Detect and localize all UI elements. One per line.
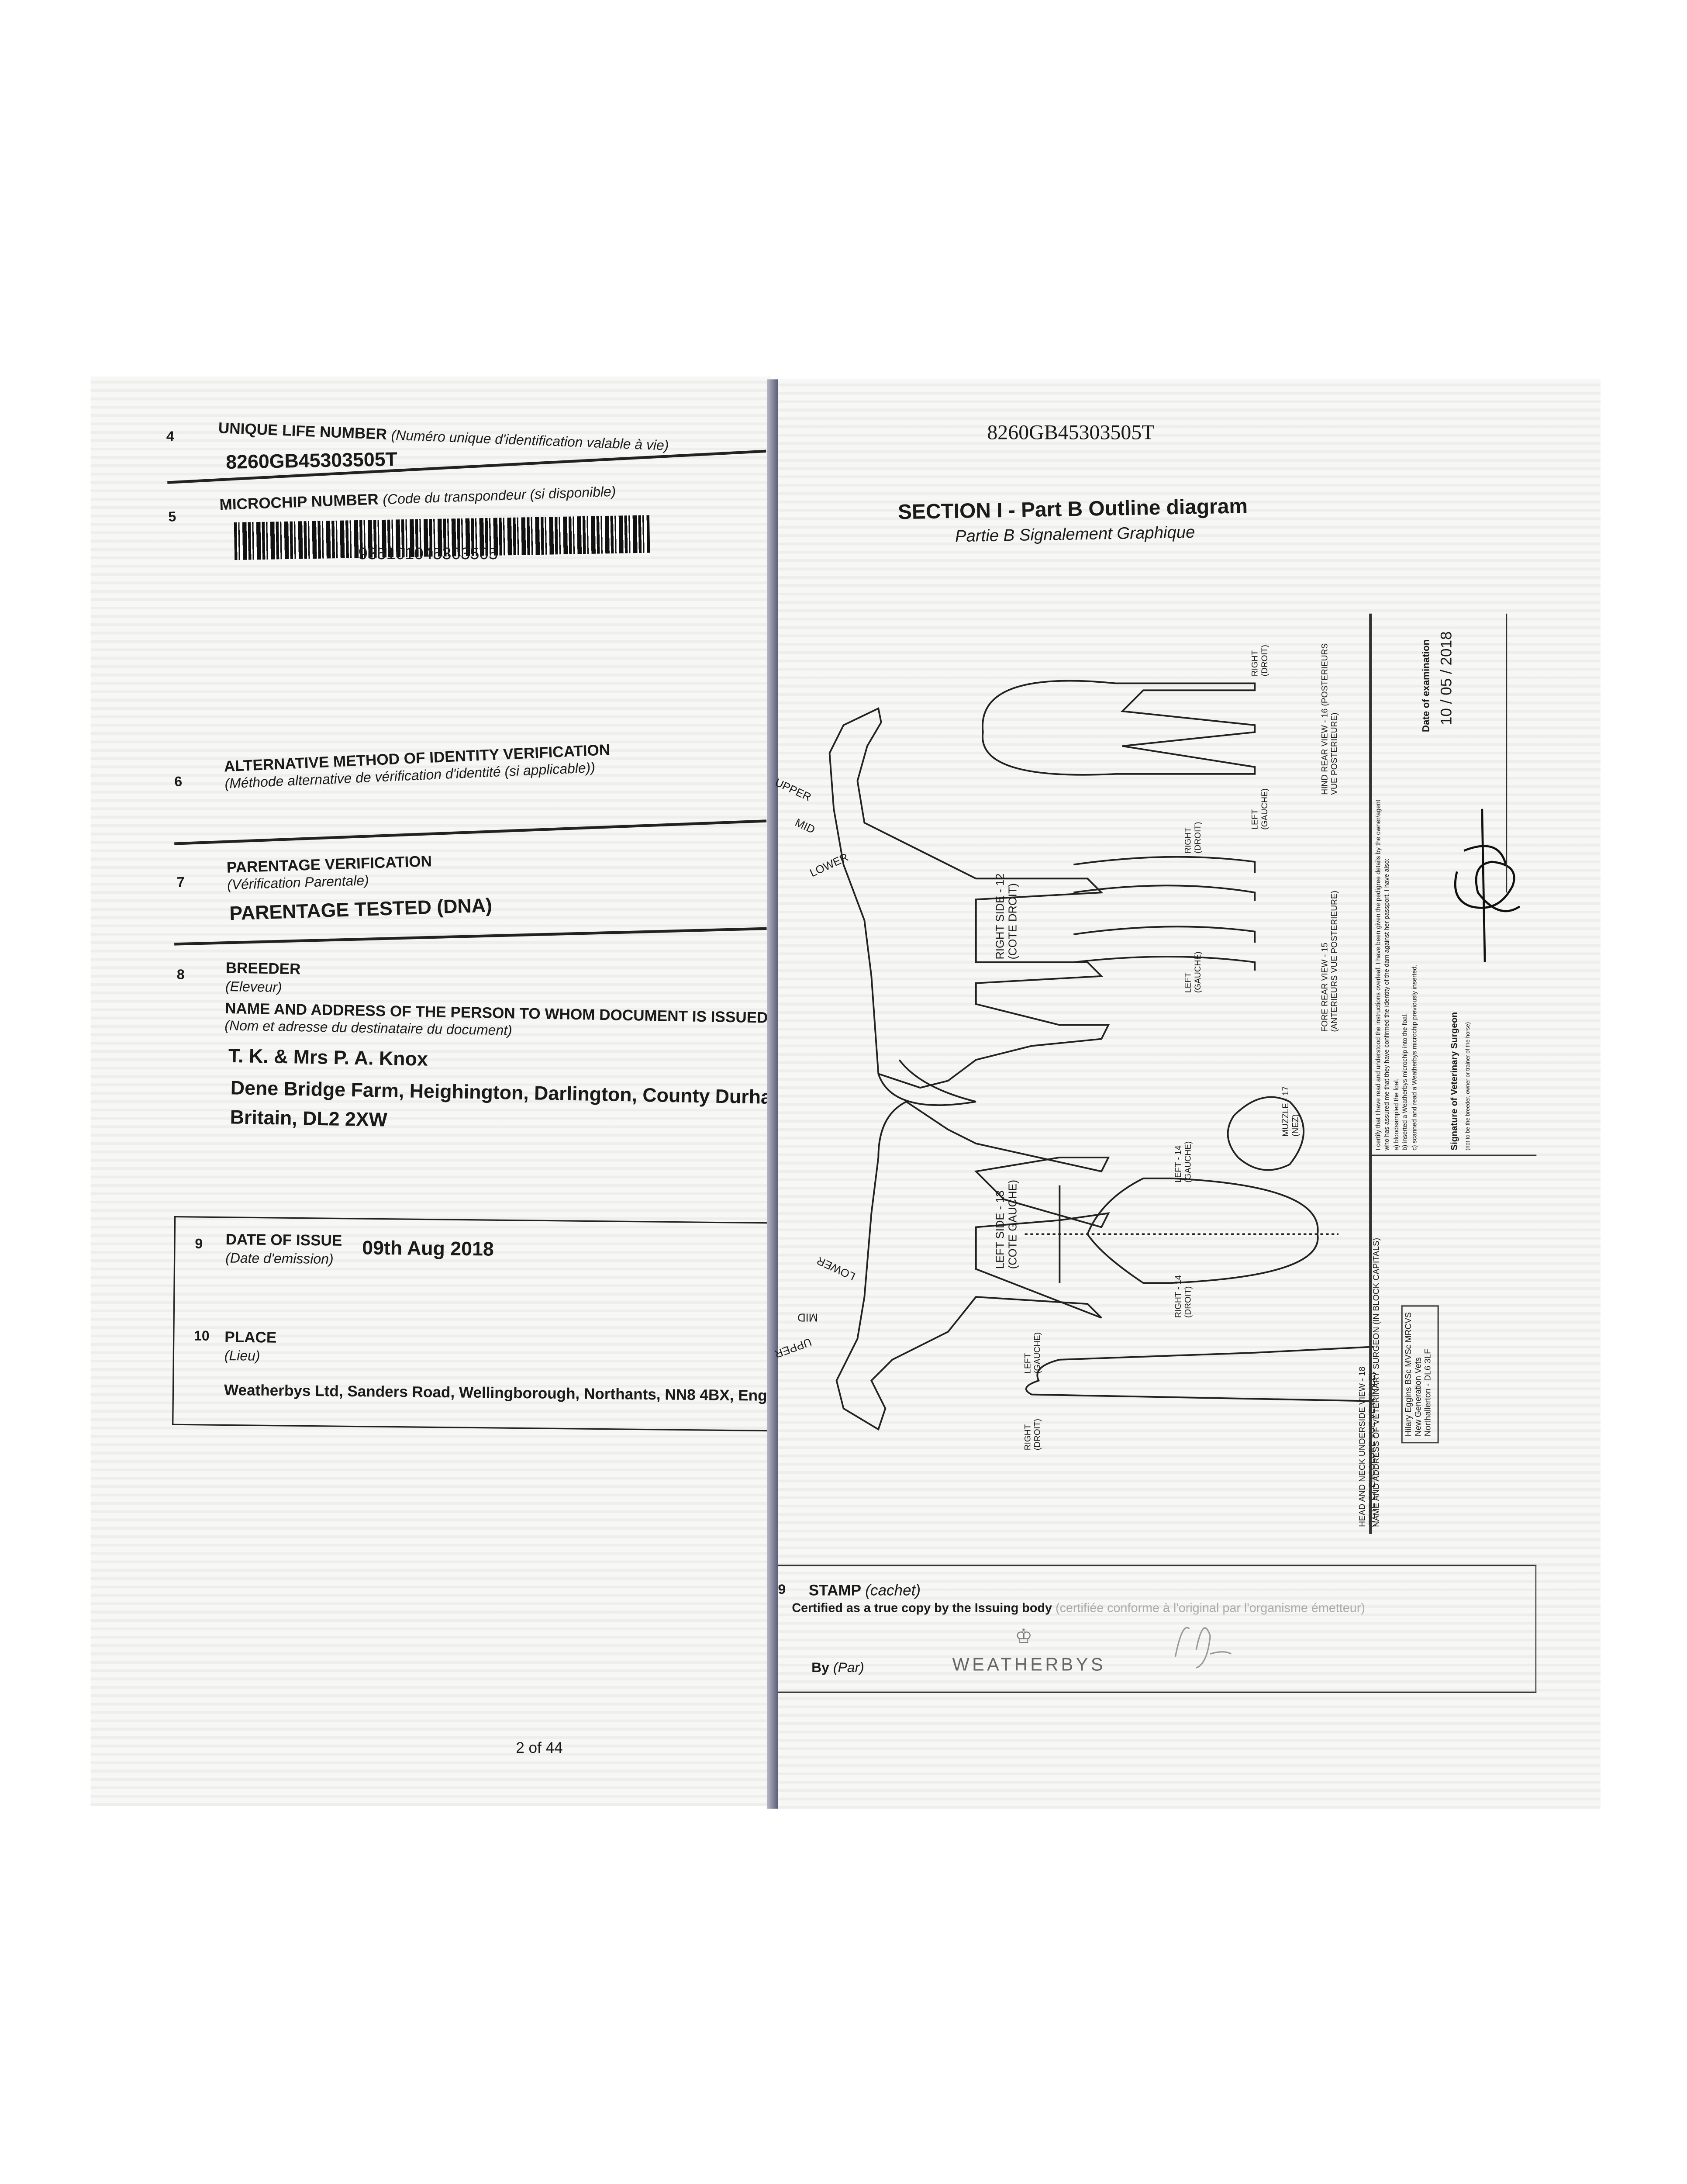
place-label: PLACE [224, 1329, 277, 1347]
left-page-content: 4 UNIQUE LIFE NUMBER (Numéro unique d'id… [0, 0, 789, 1813]
unique-life-number-value: 8260GB45303505T [225, 447, 398, 473]
ueln-header: 8260GB45303505T [987, 422, 1155, 445]
recipient-address-line2: Britain, DL2 2XW [230, 1105, 388, 1131]
panel-divider [1369, 1154, 1537, 1156]
vet-signature-note: (not to be the breeder, owner or trainer… [1464, 1022, 1471, 1151]
divider [174, 819, 767, 845]
divider [174, 927, 767, 945]
muzzle-outline [1227, 1096, 1304, 1171]
panel-divider [1369, 613, 1371, 1534]
fore-rear-view-outline [1073, 856, 1256, 971]
weatherbys-crest-icon: ♔ [1015, 1624, 1033, 1647]
left-side-horse-outline [835, 1100, 1110, 1431]
vet-stamp: Hilary Eggins BSc MVSc MRCVS New Generat… [1401, 1305, 1439, 1444]
section-number: 6 [174, 774, 183, 791]
left-page [90, 377, 771, 1806]
label-left-hind: LEFT(GAUCHE) [1252, 788, 1270, 830]
label-muzzle: MUZZLE - 17(NEZ) [1283, 1086, 1301, 1137]
vet-stamp-line: New Generation Vets [1415, 1357, 1424, 1437]
by-label: By (Par) [811, 1661, 864, 1676]
weatherbys-logo: WEATHERBYS [952, 1654, 1106, 1675]
hind-rear-view-outline [982, 680, 1256, 776]
vet-signature-label: Signature of Veterinary Surgeon [1450, 1012, 1460, 1151]
head-neck-underside-outline [1025, 1346, 1373, 1402]
vet-signature [1454, 809, 1521, 962]
breeder-label: BREEDER [225, 960, 301, 978]
date-of-examination-label: Date of examination [1422, 639, 1432, 733]
microchip-number-label: MICROCHIP NUMBER (Code du transpondeur (… [219, 485, 617, 514]
section-number: 10 [193, 1329, 210, 1345]
issuer-signature [1174, 1627, 1232, 1669]
front-view-outline [1025, 1177, 1339, 1284]
recipient-name: T. K. & Mrs P. A. Knox [228, 1044, 428, 1070]
date-of-issue-value: 09th Aug 2018 [362, 1236, 494, 1260]
vet-stamp-line: Hilary Eggins BSc MVSc MRCVS [1405, 1312, 1414, 1437]
label-left-14: LEFT - 14(GAUCHE) [1175, 1141, 1194, 1183]
spine [766, 379, 778, 1809]
place-value: Weatherbys Ltd, Sanders Road, Wellingbor… [224, 1382, 789, 1406]
stamp-label: STAMP (cachet) [808, 1583, 921, 1600]
section-number: 9 [778, 1583, 786, 1598]
label-right-side: RIGHT SIDE - 12(COTE DROIT) [994, 873, 1020, 960]
horse-outline-diagram [828, 680, 1373, 1431]
vet-certification-text: I certify that I have read and understoo… [1374, 799, 1418, 1151]
section-number: 9 [195, 1237, 203, 1253]
parentage-verification-label: PARENTAGE VERIFICATION [226, 854, 432, 877]
label-right-head: RIGHT(DROIT) [1025, 1418, 1043, 1451]
section-number: 7 [176, 875, 185, 891]
label-right-14: RIGHT - 14(DROIT) [1175, 1275, 1194, 1318]
issue-box: 9 DATE OF ISSUE (Date d'emission) 09th A… [172, 1216, 789, 1432]
date-of-examination-value: 10 / 05 / 2018 [1439, 631, 1456, 726]
section-number: 8 [176, 968, 185, 984]
recipient-label-fr: (Nom et adresse du destinataire du docum… [224, 1019, 513, 1040]
section-subtitle: Partie B Signalement Graphique [955, 522, 1195, 546]
recipient-address-line1: Dene Bridge Farm, Heighington, Darlingto… [230, 1076, 790, 1109]
section-number: 5 [168, 510, 176, 526]
vet-stamp-line: Northallerton - DL6 3LF [1425, 1349, 1433, 1437]
breeder-label-fr: (Eleveur) [225, 980, 282, 996]
label-mid-2: MID [797, 1311, 818, 1324]
certified-text: Certified as a true copy by the Issuing … [792, 1601, 1365, 1615]
label-right-fore: RIGHT(DROIT) [1185, 822, 1203, 854]
label-fore-rear: FORE REAR VIEW - 15(ANTERIEURS VUE POSTE… [1321, 890, 1340, 1032]
label-left-fore: LEFT(GAUCHE) [1185, 951, 1203, 993]
page-number: 2 of 44 [516, 1740, 563, 1757]
label-right-hind: RIGHT(DROIT) [1252, 645, 1270, 677]
date-of-issue-label: DATE OF ISSUE [225, 1232, 342, 1250]
right-side-horse-outline [828, 707, 1110, 1106]
microchip-number-value: 985101045303505 [358, 544, 498, 563]
label-left-head: LEFT(GAUCHE) [1025, 1332, 1043, 1374]
section-number: 4 [166, 429, 175, 446]
right-page [778, 379, 1601, 1809]
stamp-box: 9 STAMP (cachet) Certified as a true cop… [778, 1565, 1537, 1693]
date-of-issue-label-fr: (Date d'emission) [225, 1251, 334, 1268]
parentage-verification-label-fr: (Vérification Parentale) [227, 874, 369, 894]
place-label-fr: (Lieu) [224, 1349, 260, 1365]
vet-name-address-label: NAME AND ADDRESS OF VETERINARY SURGEON (… [1373, 1237, 1382, 1527]
date-line [1506, 613, 1508, 893]
parentage-verification-value: PARENTAGE TESTED (DNA) [229, 893, 493, 924]
label-left-side: LEFT SIDE - 13(COTE GAUCHE) [994, 1179, 1020, 1269]
